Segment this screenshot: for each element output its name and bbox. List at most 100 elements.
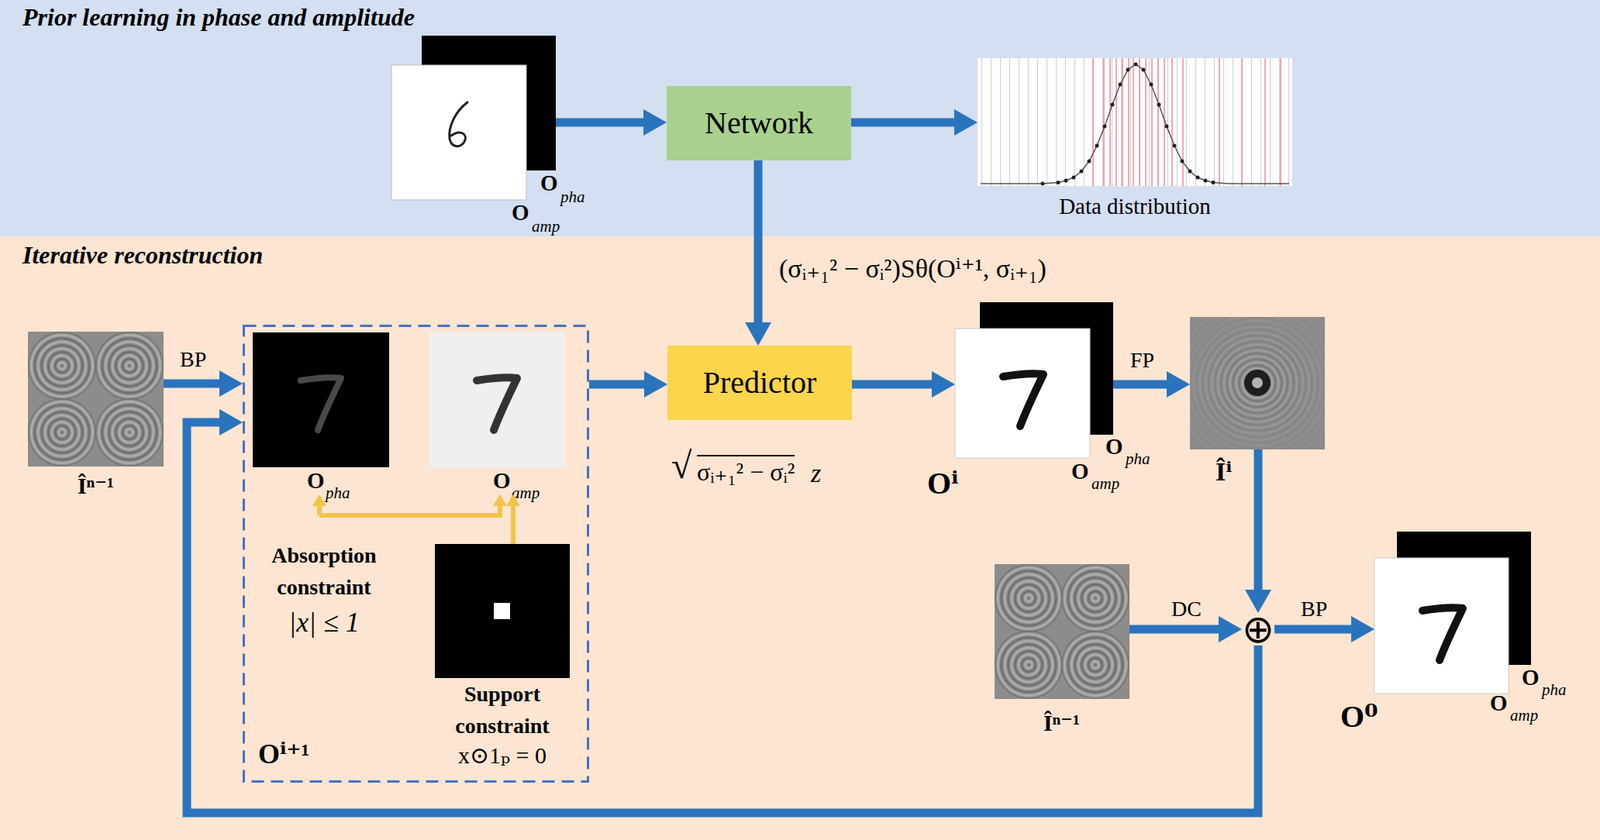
output-image-art [1422, 607, 1463, 661]
node-text: Predictor [703, 367, 818, 399]
input-image-stack: OphaOamp [391, 35, 556, 200]
flow-arrow [163, 370, 243, 397]
arrow-head [1166, 371, 1190, 398]
hologram-art [994, 564, 1130, 700]
node-text: Data distribution [977, 195, 1293, 218]
arrow-shaft [186, 422, 1259, 814]
output-image-stack: OphaOampO⁰ [1374, 531, 1532, 694]
flow-arrow [1274, 616, 1375, 643]
hologram-art [95, 398, 164, 467]
hologram-image: Îⁿ⁻¹ [27, 331, 164, 467]
hologram-art [994, 631, 1063, 700]
arrow-shaft [1113, 380, 1169, 390]
absorption-bracket [493, 494, 507, 507]
prior-learning-band: Prior learning in phase and amplitudeOph… [0, 0, 1600, 237]
arrow-head [644, 371, 668, 398]
node-text: O [1071, 460, 1090, 483]
node-text: O [306, 469, 325, 493]
hologram-art [27, 331, 1130, 700]
arrow-shaft [1274, 625, 1353, 635]
absorption-bracket [319, 503, 514, 545]
node-text: amp [531, 218, 560, 235]
node-text: Oⁱ⁺¹ [258, 740, 310, 769]
arrow-head [744, 322, 772, 346]
estimate-image-art [955, 328, 1090, 459]
predictor-box: Predictor [667, 345, 852, 421]
forward-hologram-image: Îⁱ [1189, 317, 1325, 450]
node-text: amp [1091, 475, 1120, 493]
constraint-box-art [244, 326, 589, 783]
node-text: pha [1125, 451, 1151, 468]
node-text: x⊙1ₚ = 0 [419, 744, 586, 768]
node-text: pha [560, 189, 586, 206]
node-text: O [511, 201, 530, 225]
constraint-box-art [252, 332, 390, 468]
node-text: Support constraint [424, 679, 580, 742]
constraint-box-art [244, 326, 589, 783]
constraint-box-art [493, 603, 511, 620]
forward-hologram-art [1189, 317, 1325, 450]
forward-hologram-art [1189, 317, 1325, 450]
flow-arrow [589, 371, 668, 398]
output-image-art [1396, 531, 1532, 666]
node-text: Oⁱ [927, 468, 959, 500]
distribution-chart-art [977, 58, 1293, 187]
node-text: O [493, 469, 511, 493]
hologram-image: Îⁿ⁻¹ [994, 564, 1130, 700]
flow-arrow [1113, 371, 1190, 398]
flow-arrow [1129, 616, 1242, 643]
output-image-art [1374, 558, 1509, 694]
constraint-box-art [434, 544, 570, 679]
hologram-art [27, 331, 164, 467]
node-text: Îⁱ [1215, 458, 1232, 486]
amplitude-image: Oamp [428, 332, 566, 468]
phase-image: Opha [252, 332, 390, 468]
constraint-box-art [476, 377, 518, 431]
distribution-chart-art [977, 58, 1293, 187]
node-text: Îⁿ⁻¹ [1043, 711, 1080, 735]
iterative-band: Iterative reconstructionÎⁿ⁻¹Oⁱ⁺¹OphaOamp… [0, 236, 1600, 840]
forward-hologram-art [1244, 369, 1271, 397]
output-image-art [1374, 531, 1532, 694]
absorption-bracket [506, 494, 521, 507]
node-text: pha [1541, 682, 1567, 699]
node-text: Iterative reconstruction [22, 242, 263, 268]
flow-arrow [744, 160, 772, 346]
support-mask-image: Support constraintx⊙1ₚ = 0 [434, 544, 570, 679]
hologram-art [27, 331, 97, 400]
hologram-art [95, 331, 164, 400]
arrow-head [931, 371, 956, 398]
arrow-head [219, 409, 243, 436]
arrow-head [1218, 616, 1242, 643]
input-image-stack-art [421, 35, 556, 171]
node-text: O [1489, 692, 1508, 715]
estimate-image-art [955, 302, 1114, 459]
hologram-art [1061, 564, 1130, 633]
node-text: amp [511, 485, 540, 502]
absorption-bracket [312, 494, 521, 545]
distribution-chart-art [980, 64, 1290, 184]
node-text: O [1521, 666, 1540, 690]
hologram-art [27, 398, 97, 467]
constraint-box-art [428, 332, 566, 468]
distribution-chart-art [1093, 58, 1281, 187]
node-text: O [540, 172, 559, 195]
node-text: O⁰ [1340, 701, 1379, 733]
node-text: Prior learning in phase and amplitude [22, 4, 415, 30]
estimate-image-art [979, 302, 1114, 435]
distribution-chart-art [977, 58, 1293, 187]
arrow-head [1244, 589, 1272, 614]
constraint-box-art [300, 377, 342, 431]
forward-hologram-art [1189, 317, 1325, 450]
constraint-group-box: Oⁱ⁺¹OphaOampSupport constraintx⊙1ₚ = 0 [242, 324, 590, 783]
arrow-head [643, 109, 667, 136]
arrow-shaft [555, 118, 645, 128]
distribution-chart-art [1042, 64, 1214, 184]
input-image-stack-art [449, 102, 468, 147]
flow-arrow [555, 109, 667, 136]
arrow-shaft [754, 160, 763, 325]
flow-arrow [186, 409, 1259, 814]
flow-arrow [851, 371, 956, 398]
arrow-shaft [851, 380, 934, 390]
